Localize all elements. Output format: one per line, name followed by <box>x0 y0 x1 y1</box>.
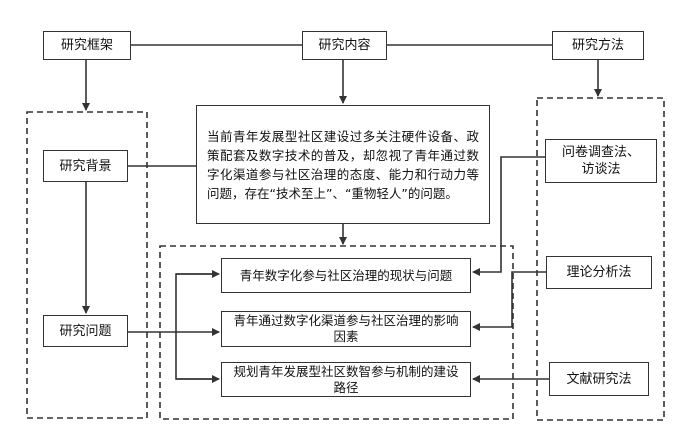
research-method-label: 研究方法 <box>571 38 624 53</box>
method-label: 问卷调查法、访谈法 <box>561 145 640 177</box>
method-survey-interview-box: 问卷调查法、访谈法 <box>545 139 657 183</box>
method-label: 理论分析法 <box>566 265 632 280</box>
arrow-survey-to-item1 <box>472 156 545 276</box>
content-item-label: 青年通过数字化渠道参与社区治理的影响因素 <box>233 313 459 344</box>
research-content-description-box: 当前青年发展型社区建设过多关注硬件设备、政策配套及数字技术的普及，却忽视了青年通… <box>196 105 490 224</box>
content-item-construction-path: 规划青年发展型社区数智参与机制的建设路径 <box>221 362 471 397</box>
research-framework-box: 研究框架 <box>43 31 131 60</box>
research-background-box: 研究背景 <box>43 150 128 182</box>
method-label: 文献研究法 <box>566 371 632 387</box>
content-item-label: 规划青年发展型社区数智参与机制的建设路径 <box>233 363 459 395</box>
research-content-description: 当前青年发展型社区建设过多关注硬件设备、政策配套及数字技术的普及，却忽视了青年通… <box>207 128 479 201</box>
content-item-status-problems: 青年数字化参与社区治理的现状与问题 <box>221 258 471 293</box>
methods-group-frame <box>536 97 665 421</box>
arrow-theory-to-item2 <box>472 271 546 331</box>
research-background-label: 研究背景 <box>59 158 112 174</box>
method-theoretical-analysis-box: 理论分析法 <box>546 256 652 289</box>
content-item-influencing-factors: 青年通过数字化渠道参与社区治理的影响因素 <box>221 311 471 347</box>
research-content-label: 研究内容 <box>318 38 371 53</box>
method-literature-research-box: 文献研究法 <box>549 362 649 396</box>
content-item-label: 青年数字化参与社区治理的现状与问题 <box>239 267 453 283</box>
framework-group-frame <box>26 111 148 419</box>
research-framework-label: 研究框架 <box>60 38 113 53</box>
research-problem-label: 研究问题 <box>59 323 112 339</box>
research-problem-box: 研究问题 <box>43 315 128 347</box>
bracket-problem-to-items <box>175 273 218 380</box>
research-method-box: 研究方法 <box>552 31 644 60</box>
research-content-box: 研究内容 <box>302 31 387 60</box>
